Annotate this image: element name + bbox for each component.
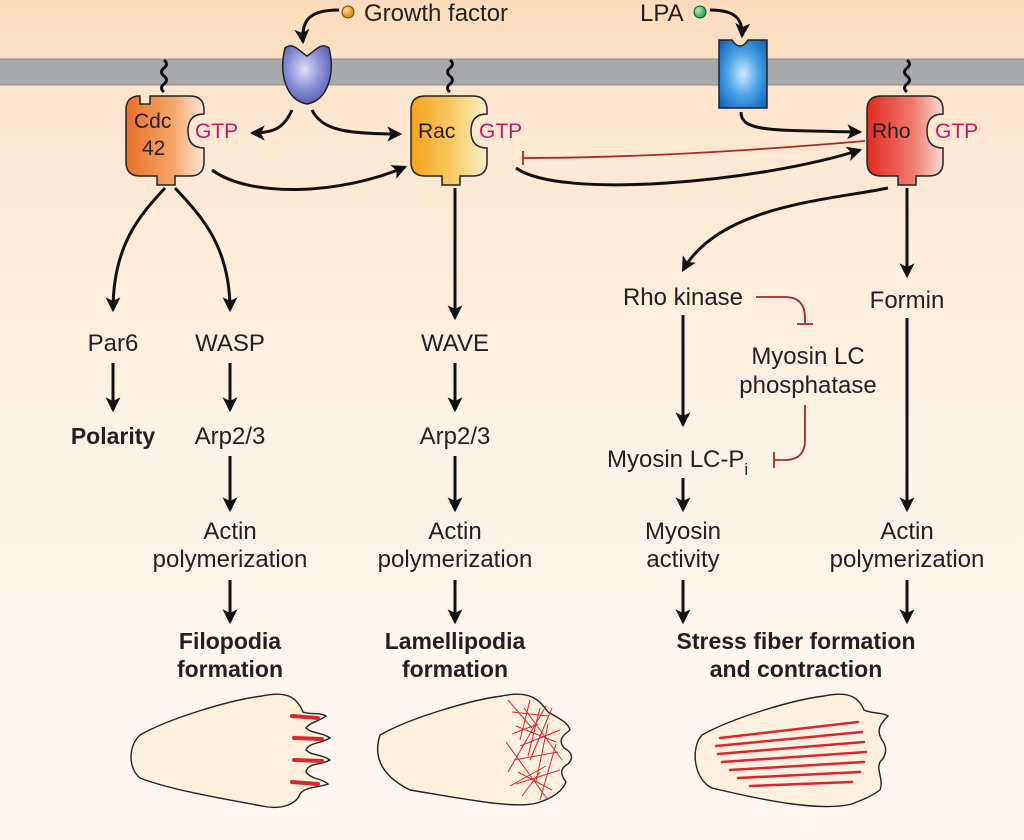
- cdc42-to-par6-arrow: [105, 186, 167, 313]
- phosphatase-label-line2: phosphatase: [739, 372, 876, 399]
- cdc42-to-rac-arrow: [211, 165, 408, 192]
- growth-factor-receptor: [282, 45, 332, 105]
- rac-label: Rac: [418, 120, 455, 143]
- rac-to-rho-arrow: [515, 146, 863, 187]
- rac-actin-label-line1: Actin: [428, 518, 481, 545]
- cdc42-gtp-label: GTP: [195, 120, 238, 143]
- gf-binding-arrow: [294, 8, 340, 45]
- lamellipodia-label-line2: formation: [402, 656, 508, 682]
- lamellipodia-label-line1: Lamellipodia: [385, 628, 526, 654]
- rho-lipid-anchor: [903, 58, 911, 94]
- rho-kinase-label: Rho kinase: [623, 284, 743, 311]
- gf-to-rac-arrow: [310, 109, 403, 142]
- cdc42-arp-label: Arp2/3: [195, 423, 266, 450]
- rac-lipid-anchor: [446, 58, 454, 94]
- cdc42-label-line1: Cdc: [134, 110, 171, 133]
- stress-fiber-label-line1: Stress fiber formation: [677, 628, 916, 654]
- stress-fiber-bundles: [714, 720, 868, 788]
- lpa-receptor: [718, 39, 768, 109]
- cdc42-lipid-anchor: [160, 58, 168, 94]
- filopodia-label-line2: formation: [177, 656, 283, 682]
- gf-to-cdc42-arrow: [249, 109, 294, 141]
- lamellipodia-cell-illustration: [377, 693, 573, 806]
- lpa-binding-arrow: [709, 8, 751, 39]
- lpa-label: LPA: [640, 0, 684, 27]
- rho-kinase-inhibits-phosphatase-line: [756, 296, 806, 323]
- cdc42-to-wasp-arrow: [173, 186, 238, 313]
- phosphatase-inhibits-myosin-lc-p-line: [775, 405, 806, 461]
- lpa-ligand: [693, 5, 707, 19]
- rac-gtpase: [410, 95, 488, 186]
- filopodia-cell-illustration: [130, 693, 332, 809]
- rho-inhibits-rac-line: [522, 140, 866, 159]
- cdc42-gtpase: [125, 95, 205, 186]
- rac-actin-label-line2: polymerization: [378, 546, 533, 573]
- plasma-membrane: [0, 59, 1024, 85]
- myosin-activity-label-line2: activity: [646, 546, 719, 573]
- filopodia-label-line1: Filopodia: [179, 628, 281, 654]
- lpa-to-rho-arrow: [739, 111, 863, 140]
- myosin-lc-p-subscript: i: [744, 460, 748, 479]
- myosin-lc-p-label: Myosin LC-Pi: [607, 446, 748, 479]
- myosin-lc-p-text: Myosin LC-P: [607, 446, 744, 473]
- rac-arp-label: Arp2/3: [420, 423, 491, 450]
- phosphatase-label-line1: Myosin LC: [751, 343, 864, 370]
- rho-label: Rho: [872, 120, 911, 143]
- rho-gtp-label: GTP: [935, 120, 978, 143]
- rho-gtpase: [866, 95, 944, 186]
- rac-gtp-label: GTP: [479, 120, 522, 143]
- wasp-label: WASP: [195, 330, 265, 357]
- lamellipodia-actin-meshwork: [505, 699, 563, 801]
- rho-actin-label-line2: polymerization: [830, 546, 985, 573]
- cdc42-actin-label-line1: Actin: [203, 518, 256, 545]
- myosin-activity-label-line1: Myosin: [645, 518, 721, 545]
- stress-fiber-label-line2: and contraction: [710, 656, 883, 682]
- growth-factor-ligand: [341, 5, 355, 19]
- rho-actin-label-line1: Actin: [880, 518, 933, 545]
- stress-fiber-cell-illustration: [694, 693, 890, 808]
- growth-factor-label: Growth factor: [364, 0, 508, 27]
- formin-label: Formin: [870, 287, 945, 314]
- cdc42-actin-label-line2: polymerization: [153, 546, 308, 573]
- cdc42-label-line2: 42: [142, 137, 165, 160]
- polarity-label: Polarity: [71, 423, 156, 449]
- wave-label: WAVE: [421, 330, 489, 357]
- par6-label: Par6: [88, 330, 139, 357]
- rho-to-rho-kinase-arrow: [681, 186, 889, 272]
